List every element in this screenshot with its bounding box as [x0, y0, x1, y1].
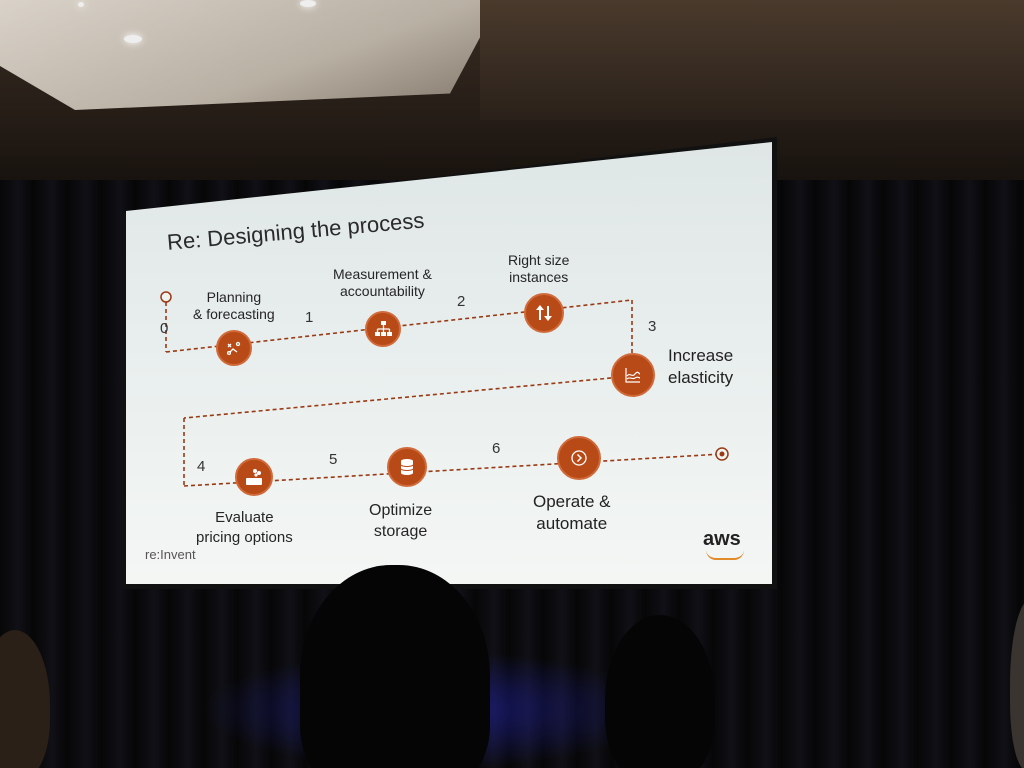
- step-number: 2: [457, 293, 466, 310]
- reinvent-logo: re:Invent: [145, 547, 196, 562]
- planning-icon: [216, 330, 252, 366]
- chevron-right-icon: [557, 436, 601, 480]
- audience-head: [300, 565, 490, 768]
- hierarchy-icon: [365, 311, 401, 347]
- step-number: 1: [305, 309, 314, 326]
- wave-icon: [611, 353, 655, 397]
- step-number: 0: [160, 320, 169, 337]
- step-label-storage: Optimize storage: [369, 502, 433, 540]
- ceiling-light: [124, 35, 142, 43]
- ceiling-light: [78, 2, 84, 7]
- step-label-operate: Operate & automate: [533, 492, 611, 533]
- audience-head: [605, 615, 715, 768]
- step-number: 5: [329, 451, 338, 468]
- ceiling-beam: [480, 0, 1024, 120]
- database-icon: [387, 447, 427, 487]
- step-number: 6: [492, 440, 501, 457]
- step-label-planning: Planning & forecasting: [193, 289, 275, 322]
- pricing-icon: [235, 458, 273, 496]
- aws-logo-smile: [706, 550, 744, 560]
- aws-logo: aws: [703, 528, 741, 550]
- ceiling-light: [300, 0, 316, 7]
- step-number: 4: [197, 458, 206, 475]
- up-down-arrows-icon: [524, 293, 564, 333]
- audience-head: [1010, 600, 1024, 768]
- step-label-measurement: Measurement & accountability: [333, 266, 432, 299]
- step-label-pricing: Evaluate pricing options: [196, 509, 293, 546]
- step-label-elasticity: Increase elasticity: [668, 346, 734, 387]
- ceiling-panel: [0, 0, 500, 110]
- step-number: 3: [648, 318, 657, 335]
- step-label-right-size: Right size instances: [508, 252, 570, 285]
